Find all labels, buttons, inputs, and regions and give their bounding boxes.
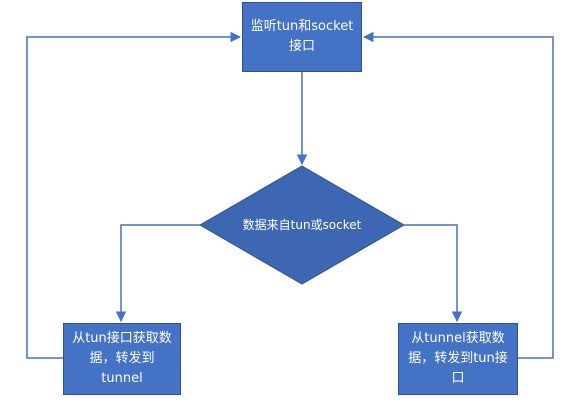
from-tunnel-node: 从tunnel获取数据，转发到tun接口	[398, 323, 518, 395]
decision-diamond	[199, 165, 405, 285]
from-tun-node: 从tun接口获取数据，转发到tunnel	[63, 323, 181, 395]
connector-decision-to-tun	[115, 224, 200, 323]
connector-decision-to-tunnel	[404, 224, 463, 323]
connector-tunnel-loop-back	[362, 31, 554, 359]
listen-node-label: 监听tun和socket接口	[250, 19, 354, 54]
from-tunnel-node-label: 从tunnel获取数据，转发到tun接口	[408, 331, 508, 386]
listen-node: 监听tun和socket接口	[242, 2, 362, 72]
from-tun-node-label: 从tun接口获取数据，转发到tunnel	[72, 331, 172, 386]
connector-tun-loop-back	[26, 31, 242, 359]
decision-node-label: 数据来自tun或socket	[242, 218, 362, 232]
